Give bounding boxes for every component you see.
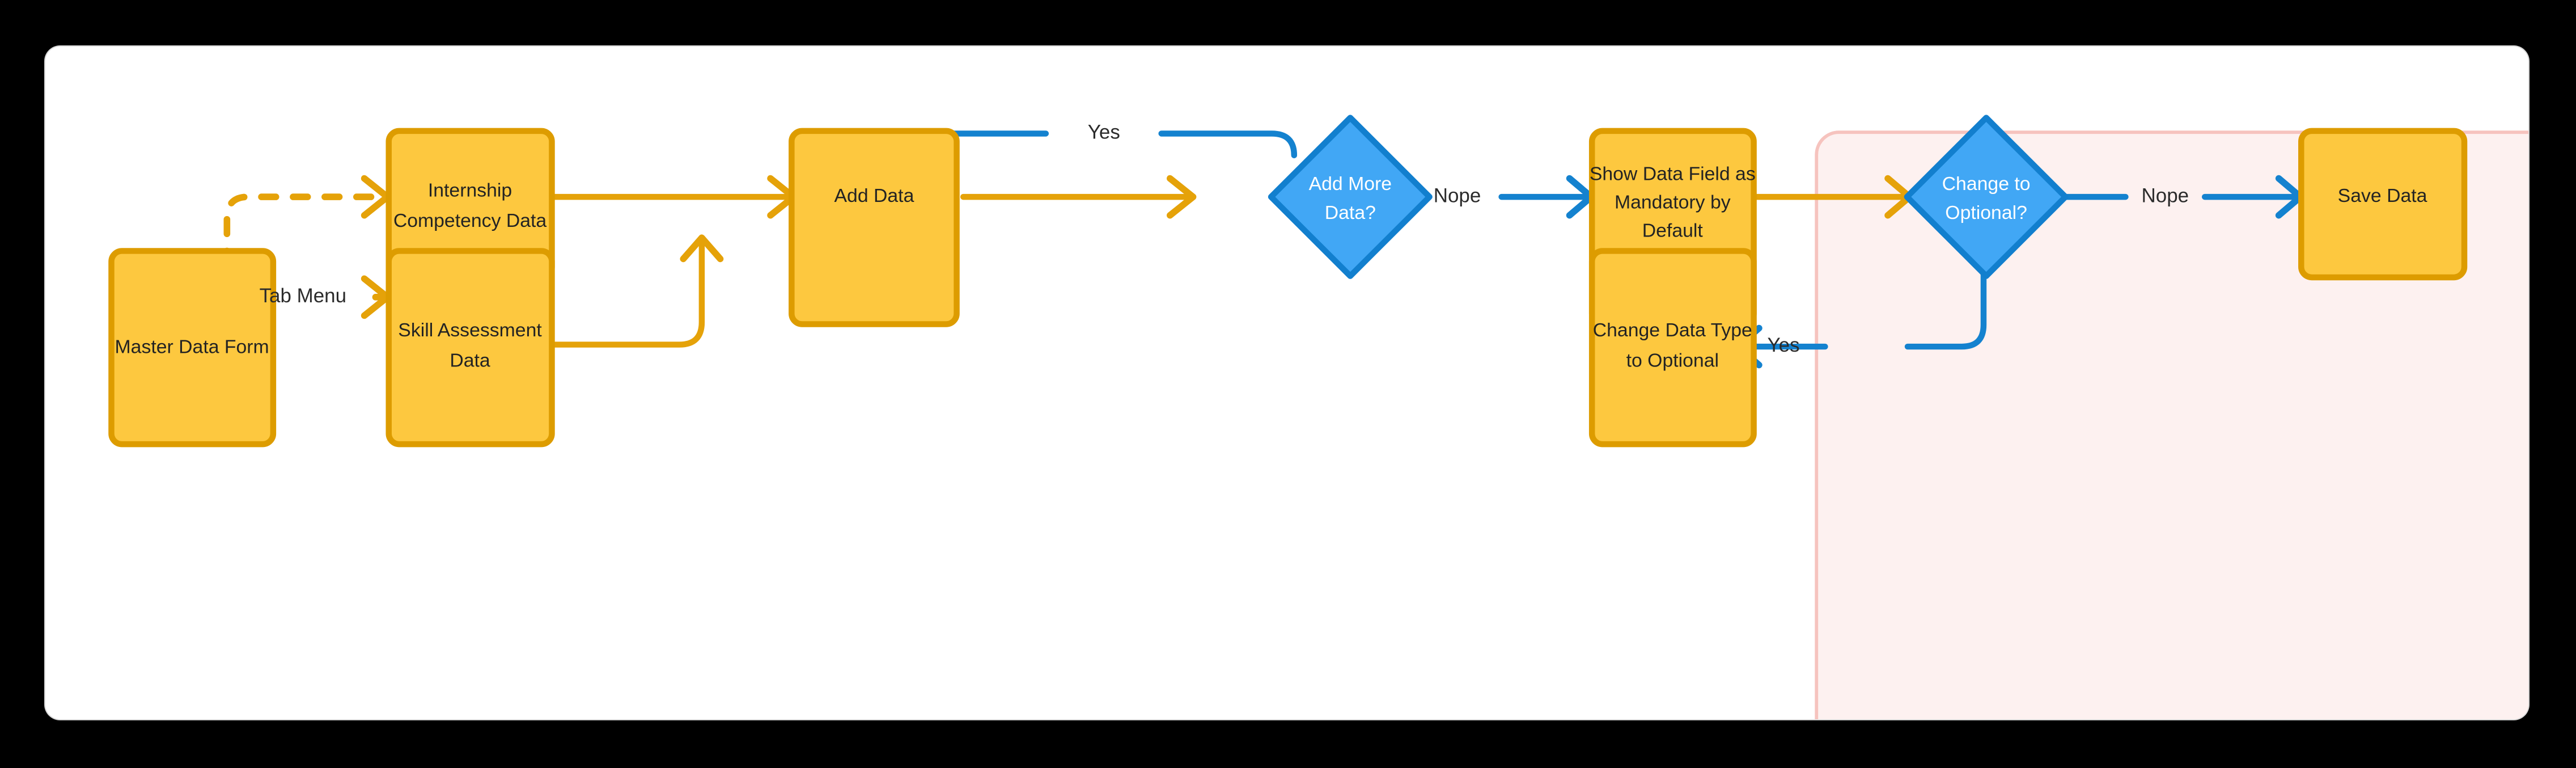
node-label-mandatory-line3: Default [1642, 220, 1704, 242]
node-skill-assessment-data[interactable]: Skill Assessment Data [385, 248, 555, 448]
edge-adddata-to-addmore [960, 175, 1197, 219]
edge-internship-to-adddata [531, 175, 797, 219]
node-save-data[interactable]: Save Data [2298, 128, 2468, 281]
node-label-skill-line2: Data [450, 350, 490, 372]
diagram-canvas: Master Data Form Internship Competency D… [45, 47, 2528, 719]
node-change-to-optional[interactable]: Change to Optional? [1904, 115, 2069, 279]
node-label-add-data: Add Data [834, 185, 914, 206]
node-add-data[interactable]: Add Data [789, 128, 960, 327]
arrowhead-adddata-bottom [680, 234, 724, 263]
edge-label-nope-1: Nope [1434, 184, 1481, 206]
flowchart-svg: Master Data Form Internship Competency D… [108, 115, 2528, 719]
node-label-skill-line1: Skill Assessment [398, 319, 542, 341]
arrowhead-addmore-left [1166, 175, 1197, 219]
node-change-data-type-to-optional[interactable]: Change Data Type to Optional [1588, 248, 1757, 448]
node-label-add-more-line1: Add More [1309, 173, 1392, 195]
node-label-internship-line1: Internship [428, 180, 512, 201]
node-label-mandatory-line2: Mandatory by [1615, 192, 1731, 213]
edge-label-nope-2: Nope [2142, 184, 2189, 206]
node-label-add-more-line2: Data? [1325, 202, 1376, 223]
edge-label-yes-top: Yes [1088, 121, 1120, 144]
node-label-save-data: Save Data [2338, 185, 2427, 206]
node-label-internship-line2: Competency Data [393, 210, 547, 231]
node-label-change-type-line2: to Optional [1626, 350, 1719, 372]
node-add-more-data[interactable]: Add More Data? [1268, 115, 1433, 279]
node-label-mandatory-line1: Show Data Field as [1590, 163, 1756, 185]
node-label-master-data-form: Master Data Form [115, 336, 269, 357]
edge-label-yes-bottom: Yes [1767, 334, 1799, 356]
node-label-change-opt-line2: Optional? [1945, 202, 2027, 223]
node-label-change-opt-line1: Change to [1942, 173, 2031, 195]
edge-skill-to-adddata [531, 234, 724, 348]
edge-label-tab-menu: Tab Menu [260, 285, 346, 307]
node-master-data-form[interactable]: Master Data Form [108, 248, 277, 448]
node-label-change-type-line1: Change Data Type [1593, 319, 1752, 341]
